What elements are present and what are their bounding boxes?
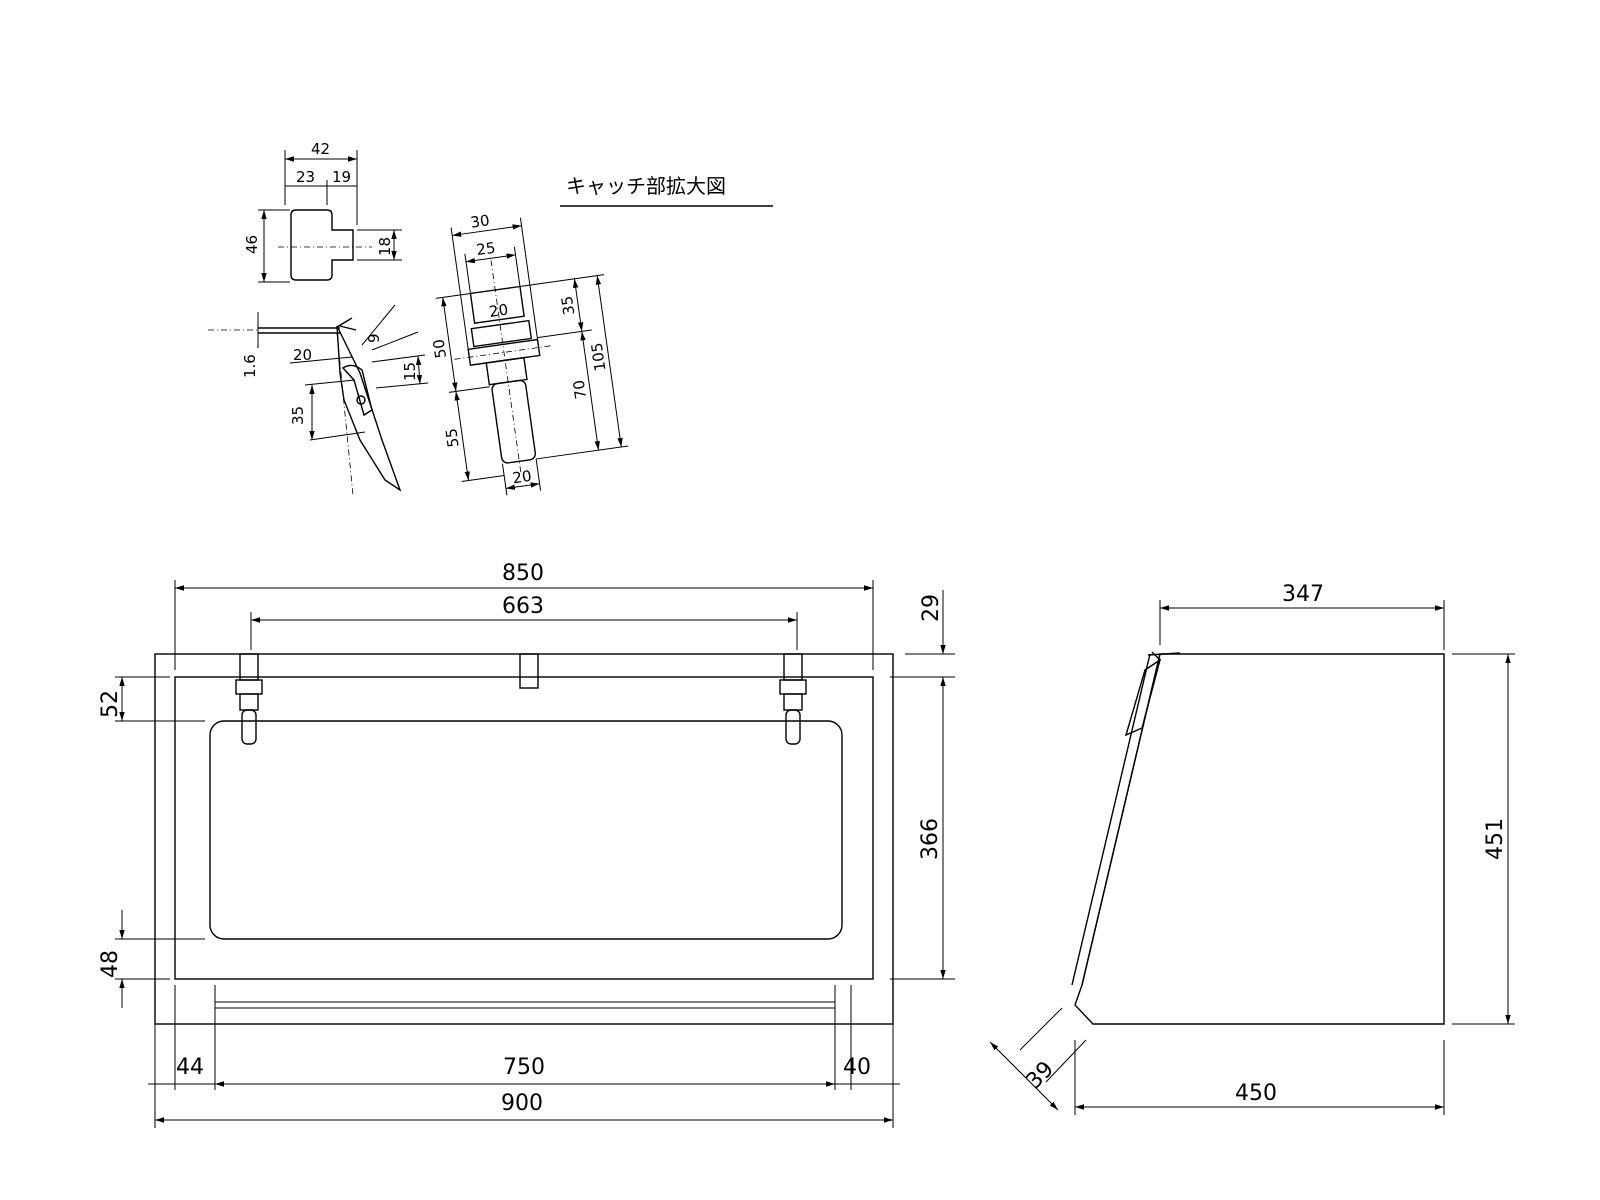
side-outline xyxy=(1074,653,1445,1025)
dim-catch-upper: 35 xyxy=(558,295,578,316)
dim-catch-inner-width: 25 xyxy=(475,239,496,259)
hook-body xyxy=(336,325,402,492)
front-center-latch xyxy=(519,653,539,689)
front-inner-frame xyxy=(174,676,874,980)
catch-plate-outline xyxy=(290,209,354,281)
dim-catch-total-line xyxy=(595,275,623,448)
dim-hook-offset-line xyxy=(289,356,353,364)
dim-plate-height: 46 xyxy=(243,235,261,254)
ext-line xyxy=(535,458,542,491)
dim-catch-lower-span-line xyxy=(580,331,600,451)
ext-line xyxy=(1019,1007,1063,1051)
ext-line xyxy=(501,463,508,496)
dim-hook-gap: 9 xyxy=(365,333,383,343)
dim-catch-outer-width: 30 xyxy=(469,211,490,231)
catch-part xyxy=(235,679,263,695)
ext-line xyxy=(513,246,521,287)
front-right-catch xyxy=(779,653,807,745)
ext-line xyxy=(361,304,396,346)
front-handle-bar xyxy=(214,1001,836,1009)
dim-39-line xyxy=(989,1041,1059,1111)
dim-catch-inner-width-line xyxy=(465,253,516,264)
ext-line xyxy=(371,331,419,351)
dim-front-right-margin: 40 xyxy=(843,1055,871,1080)
front-window xyxy=(209,720,843,940)
dim-catch-bottom: 55 xyxy=(442,427,462,448)
ext-line xyxy=(450,227,469,350)
ext-line xyxy=(464,253,471,294)
dim-front-window-height: 366 xyxy=(918,818,943,860)
catch-part xyxy=(785,709,801,745)
dim-catch-bottom-line xyxy=(454,391,470,481)
detail-title: キャッチ部拡大図 xyxy=(566,174,726,198)
dim-front-frame-width: 850 xyxy=(502,561,544,586)
dim-front-top-band: 52 xyxy=(98,690,123,718)
dim-front-outer-width: 900 xyxy=(501,1091,543,1116)
catch-part xyxy=(239,653,259,681)
dim-catch-inner: 20 xyxy=(488,300,509,320)
dim-plate-thickness: 1.6 xyxy=(241,354,259,378)
catch-part xyxy=(239,693,259,711)
dim-catch-lower-span: 70 xyxy=(570,379,590,400)
hook-tip xyxy=(336,317,357,331)
dim-plate-width: 42 xyxy=(311,140,330,158)
catch-lever xyxy=(491,379,537,464)
dim-catch-foot-line xyxy=(505,482,540,490)
dim-hook-drop: 35 xyxy=(289,406,307,425)
dim-side-height: 451 xyxy=(1483,818,1508,860)
side-catch-hook xyxy=(1147,651,1181,661)
ext-line xyxy=(371,354,426,363)
ext-line xyxy=(537,329,592,339)
dim-plate-tab: 18 xyxy=(376,237,394,256)
hook-lever xyxy=(341,364,373,417)
hook-pivot xyxy=(356,395,366,405)
catch-part xyxy=(783,693,803,711)
catch-part xyxy=(783,653,803,681)
centerline xyxy=(454,345,554,360)
catch-part xyxy=(241,709,257,745)
dim-front-window-width: 750 xyxy=(503,1055,545,1080)
dim-catch-upper-line xyxy=(573,278,584,332)
ext-line xyxy=(309,431,366,441)
dim-catch-outer-width-line xyxy=(452,224,522,237)
dim-hook-offset: 20 xyxy=(293,346,312,364)
ext-line xyxy=(435,292,471,299)
catch-front-detail: 30 25 20 35 105 70 50 55 xyxy=(430,211,629,496)
catch-part xyxy=(779,679,807,695)
catch-hook-side-detail: 1.6 20 35 9 15 xyxy=(208,304,429,496)
dim-plate-right: 19 xyxy=(332,168,351,186)
dim-catch-mid-line xyxy=(441,297,458,392)
dim-catch-mid: 50 xyxy=(430,338,450,359)
catch-plate-detail: 42 23 19 46 18 xyxy=(243,140,402,283)
ext-line xyxy=(519,274,605,288)
centerline xyxy=(336,332,354,496)
side-panel-edge xyxy=(1071,653,1151,986)
ext-line xyxy=(519,217,539,340)
front-left-catch xyxy=(235,653,263,745)
ext-line xyxy=(304,379,356,386)
dim-side-bottom-depth: 450 xyxy=(1235,1081,1277,1106)
dim-front-top-offset: 29 xyxy=(919,594,944,622)
centerline xyxy=(490,260,522,474)
dim-front-latch-pitch: 663 xyxy=(502,594,544,619)
dim-hook-step: 15 xyxy=(401,362,419,381)
front-outer-frame xyxy=(154,653,894,1025)
ext-line xyxy=(536,445,629,460)
dim-catch-total: 105 xyxy=(588,342,610,373)
dim-front-left-margin: 44 xyxy=(176,1055,204,1080)
front-view: 850 663 29 366 52 48 xyxy=(98,561,955,1128)
dim-front-bottom-band: 48 xyxy=(98,950,123,978)
detail-title-group: キャッチ部拡大図 xyxy=(560,174,773,207)
dim-side-top-depth: 347 xyxy=(1282,582,1324,607)
dim-catch-foot-width: 20 xyxy=(511,467,532,487)
dim-hook-step-line xyxy=(415,355,423,385)
side-catch-body xyxy=(1124,658,1162,737)
dim-side-chamfer: 39 xyxy=(1022,1057,1059,1094)
dim-plate-left: 23 xyxy=(296,168,315,186)
side-view: 347 451 450 39 xyxy=(989,582,1515,1115)
